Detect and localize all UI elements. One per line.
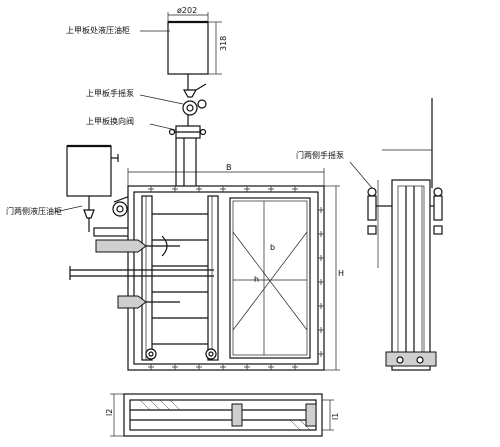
tank-diameter-dim: ø202 — [177, 6, 197, 15]
plan-view — [110, 393, 334, 437]
hydraulic-cylinder-lower — [117, 295, 180, 309]
door-side-hand-pump-left — [93, 195, 131, 237]
label-door-pump: 门两侧手摇泵 — [296, 150, 344, 160]
upper-deck-hand-pump — [182, 83, 207, 116]
label-door-tank: 门两侧液压油柜 — [6, 206, 62, 216]
tank-height-dim: 318 — [219, 36, 228, 51]
label-directional-valve: 上甲板换向阀 — [86, 116, 134, 126]
label-upper-tank: 上甲板处液压油柜 — [66, 25, 130, 35]
dim-B-label: B — [226, 163, 232, 172]
dim-h: h — [254, 275, 259, 284]
dim-l2: l2 — [105, 409, 114, 416]
dim-l1: l1 — [331, 413, 340, 420]
dim-b: b — [270, 243, 275, 252]
door-side-oil-tank — [66, 144, 119, 232]
dimension-B — [127, 168, 325, 186]
hydraulic-cylinder-upper — [95, 235, 180, 257]
dim-H-label: H — [338, 269, 344, 278]
gate-frame — [127, 185, 325, 371]
side-view — [367, 98, 443, 371]
gate-left-track — [141, 195, 219, 361]
upper-deck-oil-tank — [167, 12, 222, 90]
upper-deck-directional-valve — [168, 115, 207, 139]
label-hand-pump: 上甲板手摇泵 — [86, 88, 134, 98]
gate-door-leaf — [229, 197, 311, 359]
dimension-H — [324, 185, 340, 371]
